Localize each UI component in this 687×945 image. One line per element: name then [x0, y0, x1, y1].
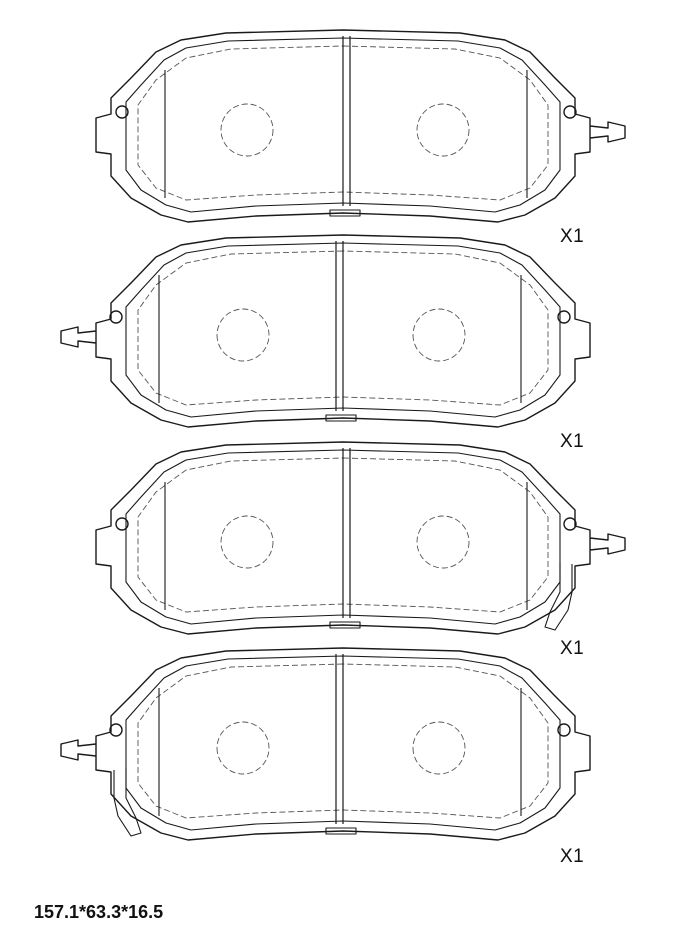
piston-circle-right	[216, 721, 270, 775]
piston-circle-left	[412, 721, 466, 775]
piston-circle-left	[220, 515, 274, 569]
bottom-notch	[325, 827, 357, 835]
wear-sensor-tab	[60, 739, 97, 761]
anti-rattle-clip	[113, 768, 142, 837]
brake-pad-4	[60, 647, 591, 841]
pad-1-quantity: X1	[560, 226, 585, 247]
piston-circle-left	[412, 308, 466, 362]
bottom-notch	[329, 621, 361, 629]
mount-hole-right	[563, 105, 577, 119]
pad-4-quantity: X1	[560, 846, 585, 867]
backing-plate-outline	[95, 234, 591, 428]
mount-hole-left	[115, 517, 129, 531]
backing-plate-outline	[95, 647, 591, 841]
piston-circle-left	[220, 103, 274, 157]
mount-hole-right	[563, 517, 577, 531]
anti-rattle-clip	[544, 562, 573, 631]
pad-3-quantity: X1	[560, 638, 585, 659]
wear-sensor-tab	[60, 326, 97, 348]
piston-circle-right	[416, 103, 470, 157]
pad-2-quantity: X1	[560, 431, 585, 452]
mount-hole-right	[109, 310, 123, 324]
brake-pad-1	[95, 29, 626, 223]
brake-pad-2	[60, 234, 591, 428]
bottom-notch	[325, 414, 357, 422]
wear-sensor-tab	[589, 121, 626, 143]
mount-hole-left	[557, 310, 571, 324]
piston-circle-right	[416, 515, 470, 569]
wear-sensor-tab	[589, 533, 626, 555]
mount-hole-left	[557, 723, 571, 737]
mount-hole-right	[109, 723, 123, 737]
backing-plate-outline	[95, 441, 591, 635]
bottom-notch	[329, 209, 361, 217]
pad-dimensions: 157.1*63.3*16.5	[34, 902, 164, 922]
mount-hole-left	[115, 105, 129, 119]
piston-circle-right	[216, 308, 270, 362]
backing-plate-outline	[95, 29, 591, 223]
brake-pad-3	[95, 441, 626, 635]
